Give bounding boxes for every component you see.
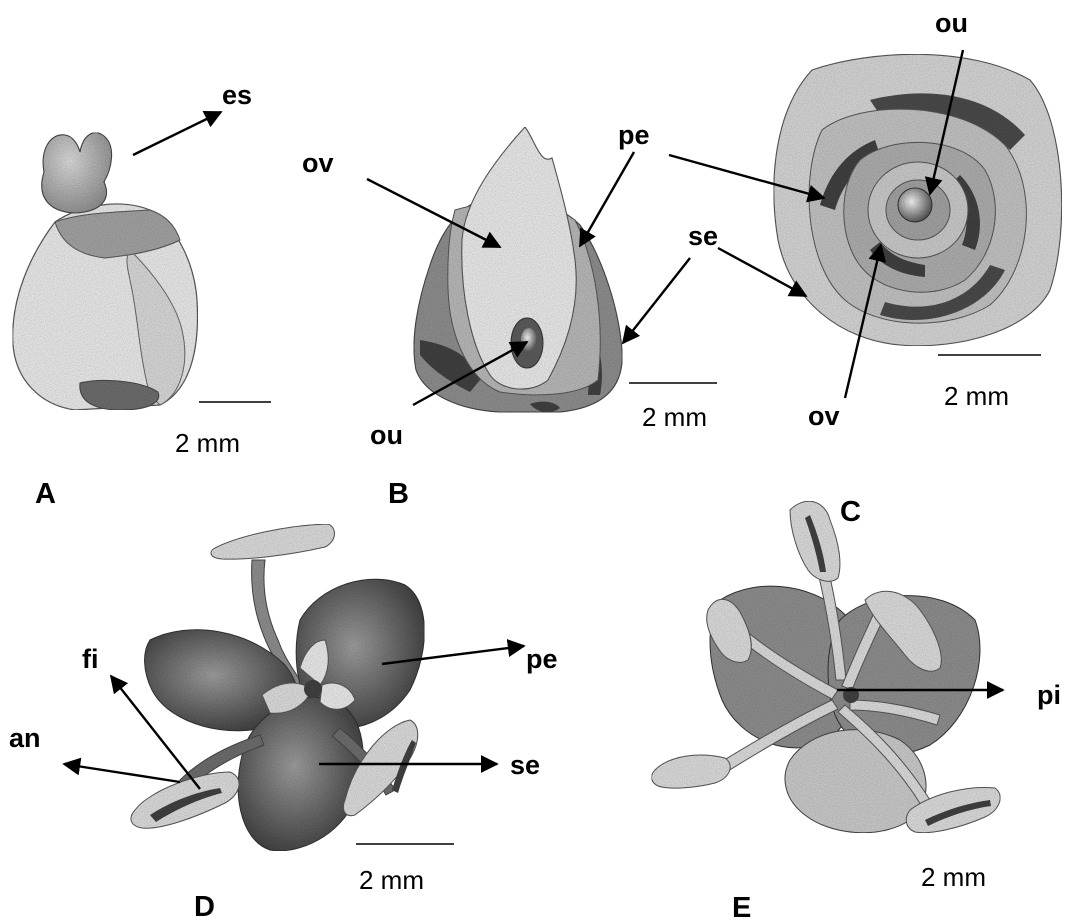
panel-letter-d: D xyxy=(194,891,215,922)
label-pe-d: pe xyxy=(526,644,558,674)
label-pi: pi xyxy=(1037,680,1061,710)
label-fi: fi xyxy=(82,644,99,674)
arrow-se-b xyxy=(623,258,690,343)
scale-text-c: 2 mm xyxy=(944,381,1009,411)
scale-text-e: 2 mm xyxy=(921,862,986,892)
arrow-an xyxy=(64,764,180,782)
scale-text-d: 2 mm xyxy=(359,865,424,895)
label-ov-c: ov xyxy=(808,401,840,431)
label-es: es xyxy=(222,80,252,110)
ovule-b-core xyxy=(521,328,537,352)
arrow-pe-b xyxy=(580,152,634,246)
arrow-es xyxy=(133,112,221,155)
panel-d xyxy=(131,524,424,851)
panel-letter-e: E xyxy=(732,892,751,922)
panel-letter-c: C xyxy=(840,496,861,528)
label-se-b: se xyxy=(688,221,718,251)
panel-e xyxy=(652,501,1001,832)
pistil-d xyxy=(304,680,322,698)
anther-top xyxy=(211,524,335,559)
panel-letter-b: B xyxy=(388,478,409,510)
stigma xyxy=(42,133,112,213)
label-ou-b: ou xyxy=(370,420,403,450)
label-ov-b: ov xyxy=(302,148,334,178)
ovule-c xyxy=(898,188,932,222)
label-se-d: se xyxy=(510,750,540,780)
scale-text-a: 2 mm xyxy=(175,428,240,458)
panel-a xyxy=(13,133,198,410)
panel-letter-a: A xyxy=(35,478,56,510)
label-ou-c: ou xyxy=(935,8,968,38)
label-pe-b: pe xyxy=(618,120,650,150)
e-anther-lower-left xyxy=(652,755,731,788)
panel-b xyxy=(414,127,622,412)
label-an: an xyxy=(9,723,41,753)
scale-text-b: 2 mm xyxy=(642,402,707,432)
panel-c xyxy=(774,54,1062,345)
